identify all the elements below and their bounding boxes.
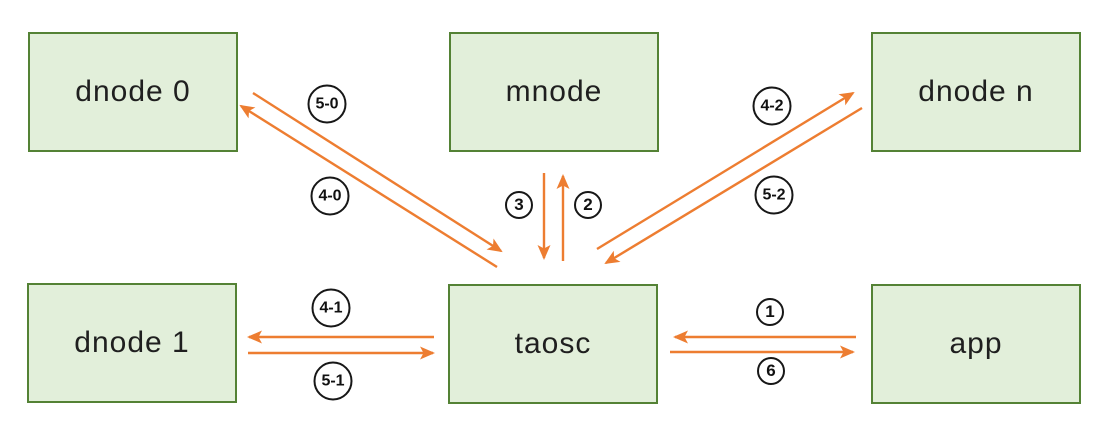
node-mnode: mnode xyxy=(449,32,659,152)
edge-label-4-0: 4-0 xyxy=(310,176,350,216)
node-dnoden: dnode n xyxy=(871,32,1081,152)
edge-label-5-1: 5-1 xyxy=(313,361,353,401)
node-taosc: taosc xyxy=(448,284,658,404)
edge-label-circled-1: 1 xyxy=(756,298,784,326)
node-dnode1: dnode 1 xyxy=(27,283,237,403)
node-app: app xyxy=(871,284,1081,404)
edge-label-circled-3: 3 xyxy=(505,191,533,219)
node-mnode-label: mnode xyxy=(505,75,603,108)
edge-label-circled-2: 2 xyxy=(574,191,602,219)
edge-label-4-2: 4-2 xyxy=(752,86,792,126)
node-dnode1-label: dnode 1 xyxy=(74,326,190,359)
node-dnode0: dnode 0 xyxy=(28,32,238,152)
edge-label-5-2: 5-2 xyxy=(754,175,794,215)
node-taosc-label: taosc xyxy=(514,327,592,360)
edge-label-4-1: 4-1 xyxy=(311,288,351,328)
edge-label-5-0: 5-0 xyxy=(307,84,347,124)
node-dnoden-label: dnode n xyxy=(918,75,1034,108)
edge-label-circled-6: 6 xyxy=(757,357,785,385)
node-app-label: app xyxy=(949,327,1003,360)
node-dnode0-label: dnode 0 xyxy=(75,75,191,108)
